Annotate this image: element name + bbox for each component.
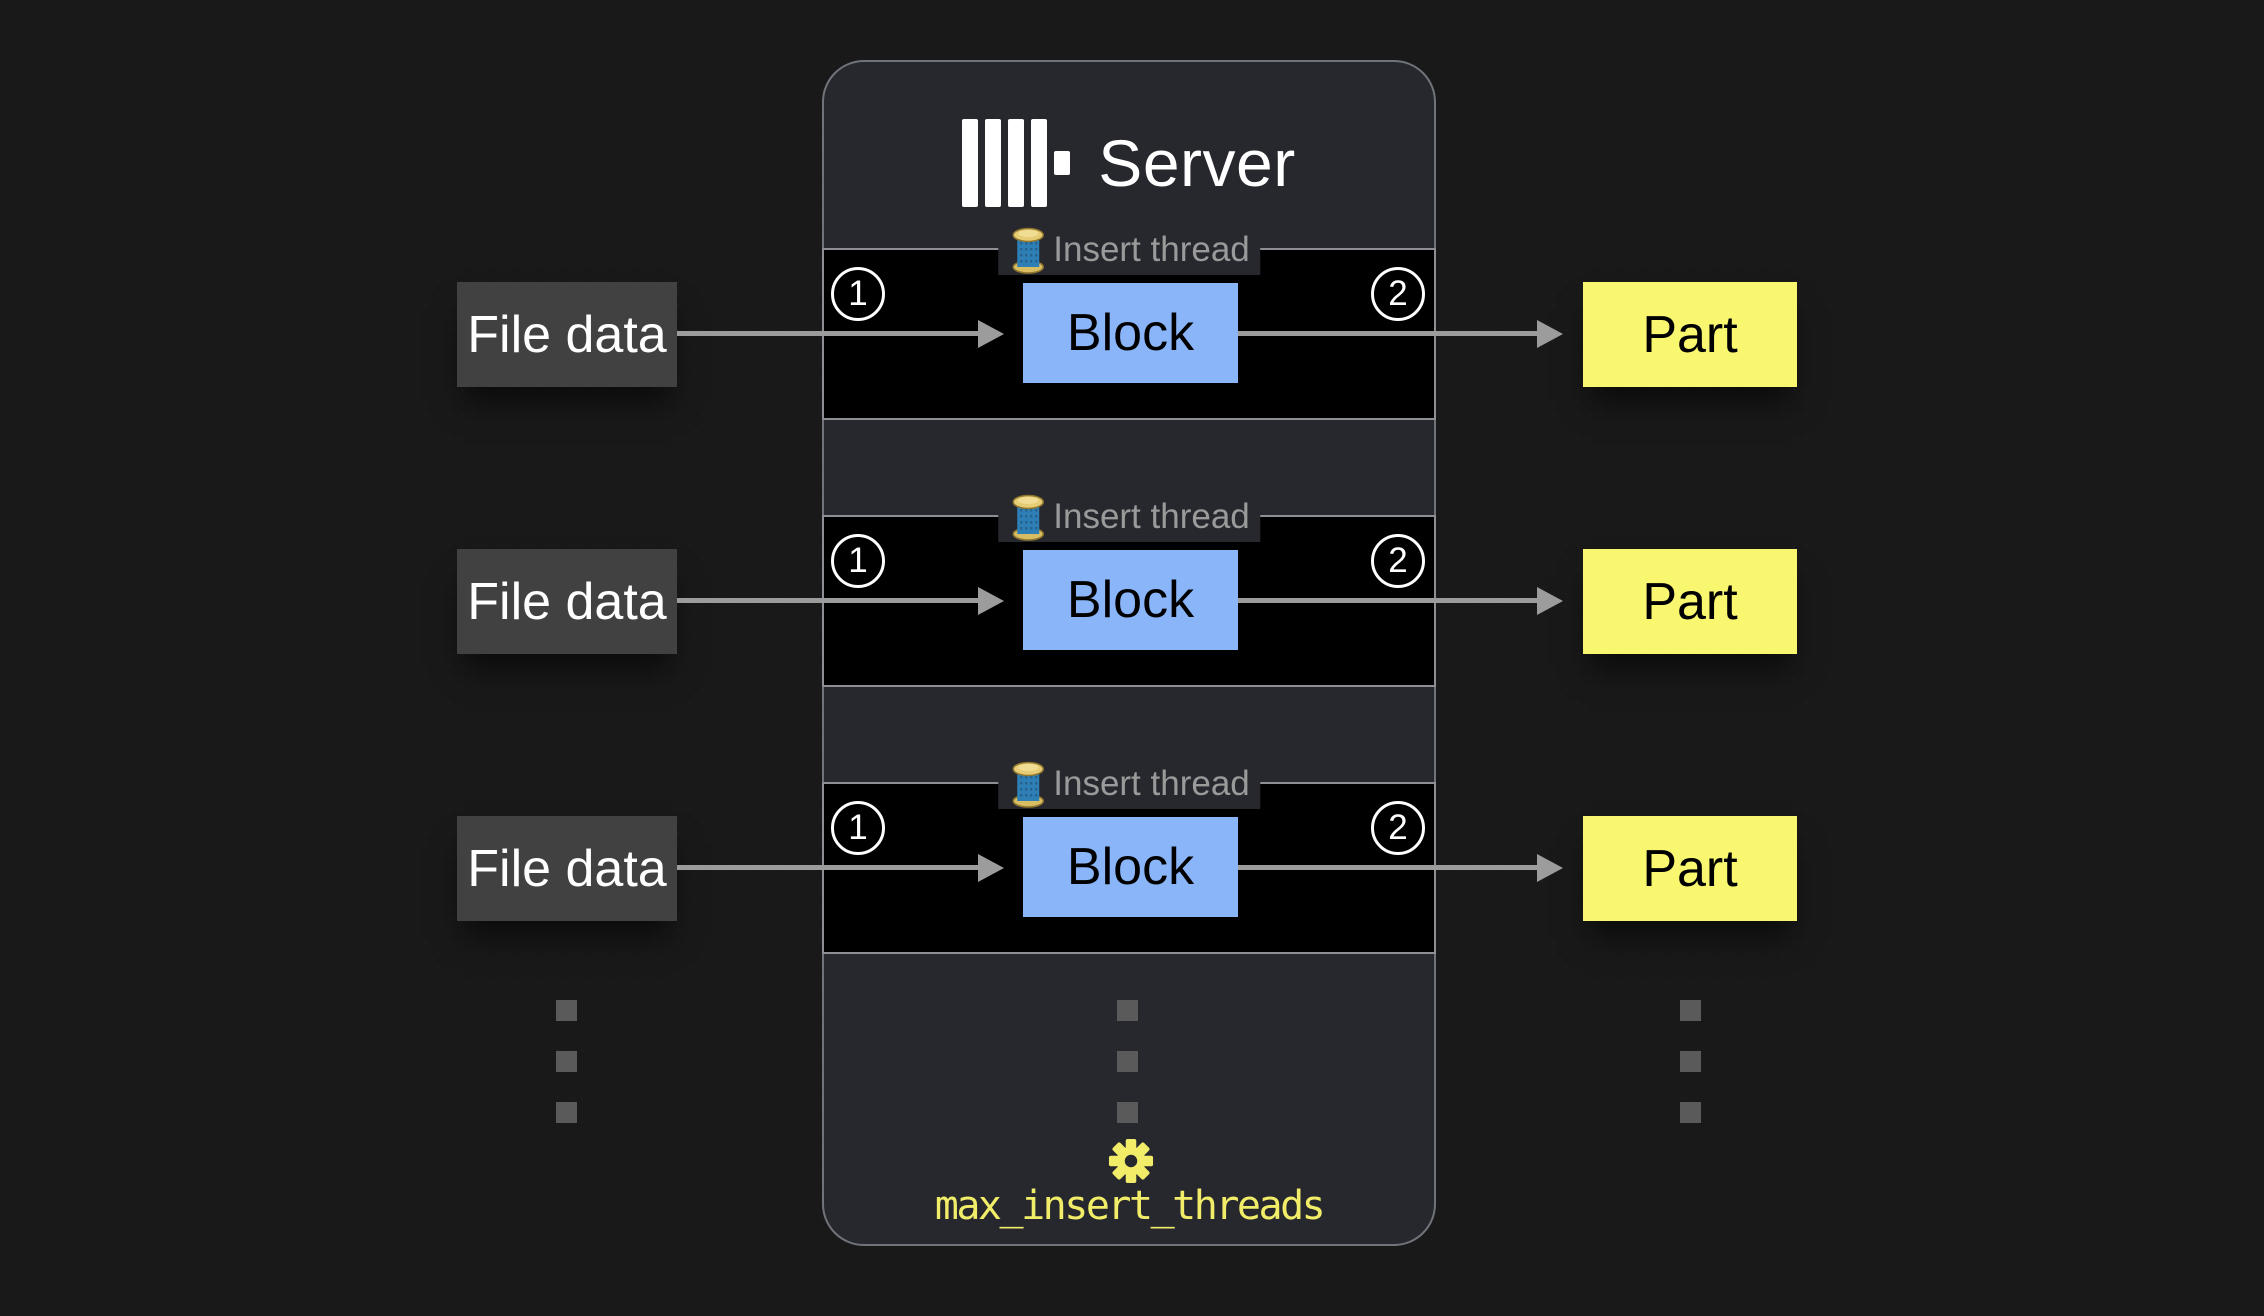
step-1-badge: 1	[831, 534, 885, 588]
insert-thread-legend: Insert thread	[998, 225, 1260, 275]
insert-thread-label: Insert thread	[1053, 764, 1250, 803]
ellipsis-dot	[1680, 1102, 1701, 1123]
part-box: Part	[1583, 282, 1797, 387]
insert-thread-legend: Insert thread	[998, 759, 1260, 809]
ellipsis-dot	[1117, 1051, 1138, 1072]
step-2-badge: 2	[1371, 267, 1425, 321]
step-1-badge: 1	[831, 801, 885, 855]
step-2-badge: 2	[1371, 534, 1425, 588]
arrow-block-to-part	[1238, 320, 1563, 348]
block-box: Block	[1023, 550, 1238, 650]
server-title: Server	[824, 117, 1434, 209]
thread-spool-icon	[1012, 494, 1044, 541]
arrow-file-to-block	[677, 587, 1004, 615]
insert-thread-label: Insert thread	[1053, 230, 1250, 269]
gear-icon	[1108, 1138, 1154, 1184]
insert-thread-legend: Insert thread	[998, 492, 1260, 542]
arrow-file-to-block	[677, 320, 1004, 348]
file-data-box: File data	[457, 549, 677, 654]
clickhouse-logo-icon	[962, 119, 1071, 207]
server-title-label: Server	[1098, 126, 1296, 200]
ellipsis-dot	[556, 1051, 577, 1072]
insert-thread-label: Insert thread	[1053, 497, 1250, 536]
part-box: Part	[1583, 816, 1797, 921]
thread-spool-icon	[1012, 227, 1044, 274]
ellipsis-dot	[1680, 1051, 1701, 1072]
arrow-block-to-part	[1238, 587, 1563, 615]
max-insert-threads-label: max_insert_threads	[934, 1183, 1326, 1229]
ellipsis-dot	[1680, 1000, 1701, 1021]
file-data-box: File data	[457, 282, 677, 387]
step-2-badge: 2	[1371, 801, 1425, 855]
ellipsis-dot	[1117, 1102, 1138, 1123]
thread-spool-icon	[1012, 761, 1044, 808]
ellipsis-dot	[556, 1102, 577, 1123]
block-box: Block	[1023, 817, 1238, 917]
server-panel: Server Insert thread 1 Block 2	[822, 60, 1436, 1246]
block-box: Block	[1023, 283, 1238, 383]
part-box: Part	[1583, 549, 1797, 654]
arrow-file-to-block	[677, 854, 1004, 882]
file-data-box: File data	[457, 816, 677, 921]
ellipsis-dot	[1117, 1000, 1138, 1021]
step-1-badge: 1	[831, 267, 885, 321]
ellipsis-dot	[556, 1000, 577, 1021]
arrow-block-to-part	[1238, 854, 1563, 882]
